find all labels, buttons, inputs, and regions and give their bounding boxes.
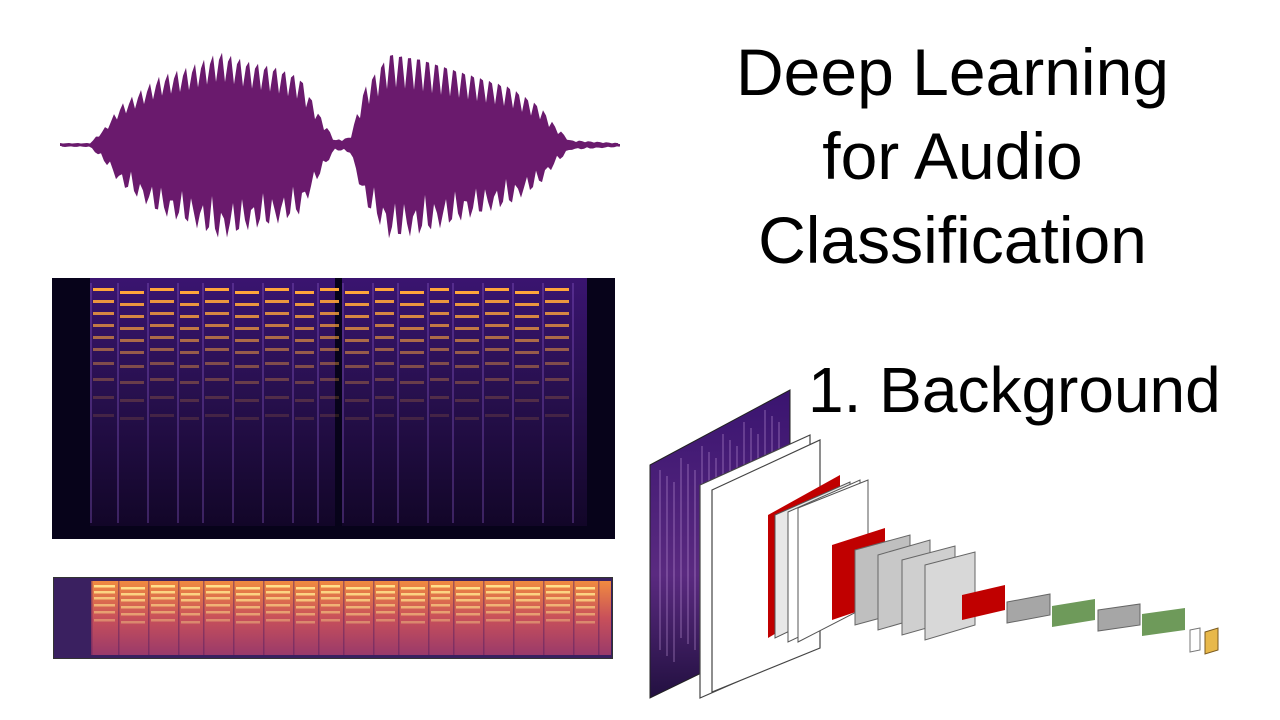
cnn-dense-layer-green-2 [1142,608,1185,636]
spectrogram-image [52,278,615,539]
cnn-diagram [649,389,1219,699]
cnn-dense-layer-green-1 [1052,599,1095,627]
title-line-2: for Audio [822,119,1083,193]
audio-waveform-image [60,52,620,239]
slide-title: Deep Learning for Audio Classification [660,30,1245,282]
cnn-output-layer [1204,627,1219,655]
title-line-1: Deep Learning [736,35,1169,109]
cnn-pool-layer-red [962,585,1005,620]
slide-subtitle: 1. Background [808,354,1221,426]
mel-spectrogram-image [53,577,613,659]
title-line-3: Classification [758,203,1147,277]
